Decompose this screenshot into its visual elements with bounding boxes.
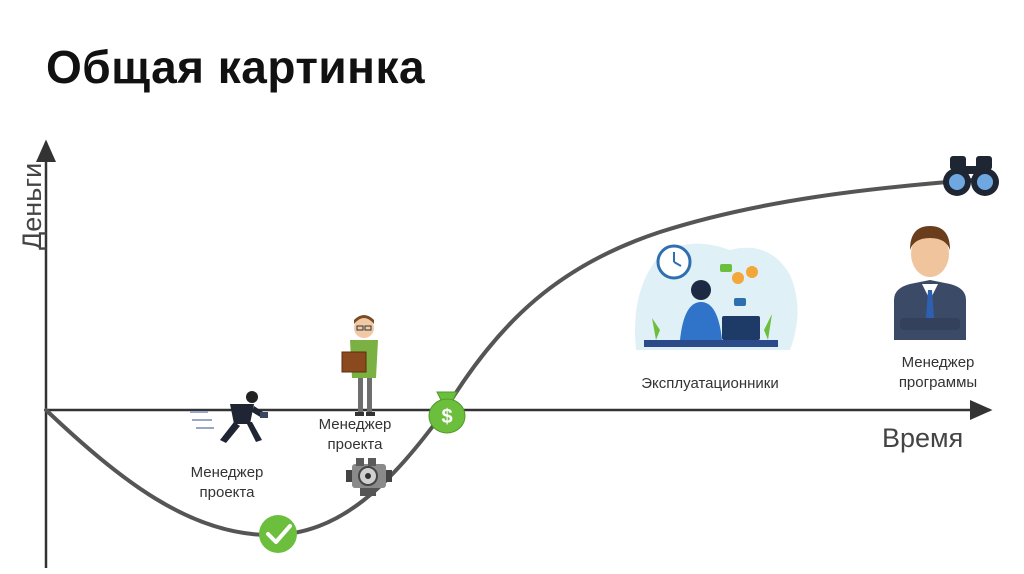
checkmark-icon (259, 515, 297, 553)
program-manager-caption: Менеджер программы (878, 353, 998, 393)
binoculars-icon (943, 156, 999, 196)
money-bag-icon: $ (428, 391, 466, 434)
runner-caption-line1: Менеджер (190, 464, 264, 481)
svg-text:$: $ (441, 406, 452, 428)
reader-caption-line2: проекта (327, 436, 383, 453)
y-axis-label: Деньги (17, 162, 47, 250)
support-operator-icon (635, 243, 798, 350)
engine-icon (346, 458, 392, 496)
runner-caption: Менеджер проекта (172, 463, 282, 503)
reader-caption: Менеджер проекта (300, 415, 410, 455)
operations-caption: Эксплуатационники (641, 375, 779, 392)
program-caption-line1: Менеджер (901, 354, 975, 371)
businessman-icon (894, 226, 966, 340)
x-axis-label: Время (882, 423, 964, 453)
reader-caption-line1: Менеджер (318, 416, 392, 433)
man-reading-book-icon (341, 315, 378, 416)
program-caption-line2: программы (898, 374, 978, 391)
runner-caption-line2: проекта (199, 484, 255, 501)
running-man-icon (190, 391, 268, 443)
slide-title: Общая картинка (46, 41, 426, 93)
